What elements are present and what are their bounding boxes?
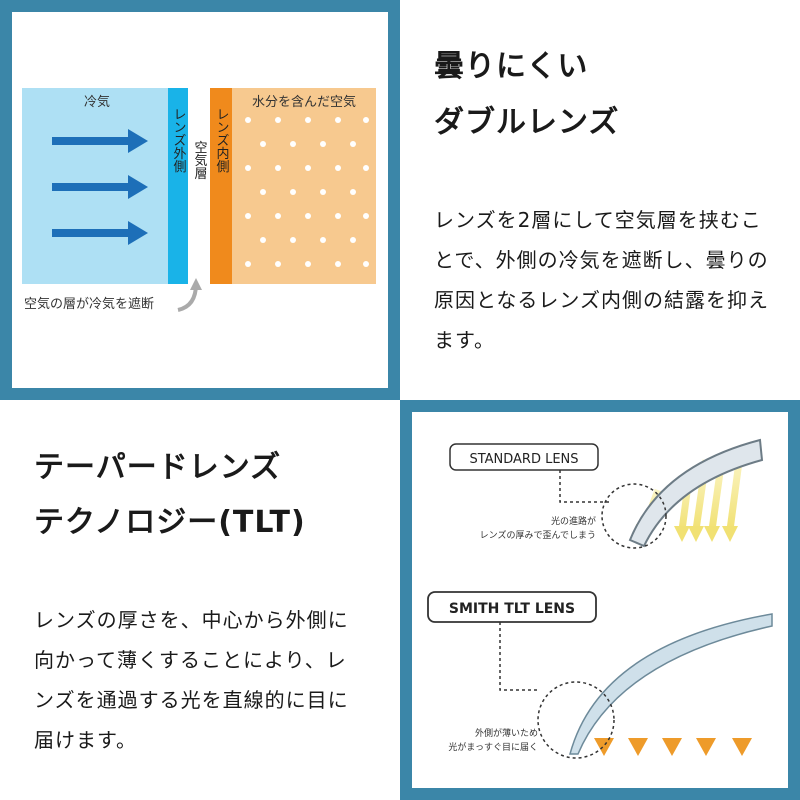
double-lens-diagram: 冷気 水分を含んだ空気 レンズ外側 空気層 レンズ内側 空気の層が冷気を遮断 bbox=[22, 88, 376, 312]
section1-title-line1: 曇りにくい bbox=[434, 49, 589, 84]
air-layer bbox=[188, 88, 210, 284]
section2-body: レンズの厚さを、中心から外側に 向かって薄くすることにより、レ ンズを通過する光… bbox=[34, 600, 394, 760]
section2-title-line2: テクノロジー(TLT) bbox=[34, 505, 306, 540]
section1-title-line2: ダブルレンズ bbox=[434, 105, 620, 140]
inner-lens-layer bbox=[210, 88, 232, 284]
smith-lens-label: SMITH TLT LENS bbox=[449, 601, 575, 617]
section1-body-line: とで、外側の冷気を遮断し、曇りの bbox=[434, 248, 769, 272]
section1-body-line: 原因となるレンズ内側の結露を抑え bbox=[434, 288, 769, 312]
moisture-dots bbox=[245, 117, 369, 267]
arrow-icon bbox=[52, 175, 148, 199]
standard-lens-label: STANDARD LENS bbox=[469, 452, 578, 467]
standard-lens-shape bbox=[628, 438, 764, 548]
lens-comparison-panel: STANDARD LENS 光の進路が レンズの厚みで歪んでしまう SMITH … bbox=[400, 400, 800, 800]
section2-body-line: ンズを通過する光を直線的に目に bbox=[34, 688, 349, 712]
double-lens-panel: 冷気 水分を含んだ空気 レンズ外側 空気層 レンズ内側 空気の層が冷気を遮断 bbox=[0, 0, 400, 400]
cold-air-label: 冷気 bbox=[84, 94, 110, 110]
section2-title-line1: テーパードレンズ bbox=[34, 450, 282, 485]
outer-lens-label: レンズ外側 bbox=[171, 108, 187, 173]
curved-arrow-icon bbox=[177, 278, 202, 312]
smith-note-line2: 光がまっすぐ目に届く bbox=[448, 741, 538, 753]
air-layer-label: 空気層 bbox=[192, 141, 208, 181]
lens-comparison-diagram: STANDARD LENS 光の進路が レンズの厚みで歪んでしまう SMITH … bbox=[427, 436, 773, 759]
section1-body-line: ます。 bbox=[434, 328, 495, 352]
section2-body-line: 向かって薄くすることにより、レ bbox=[34, 648, 347, 672]
smith-callout-circle bbox=[537, 681, 615, 759]
outer-lens-layer bbox=[168, 88, 188, 284]
section1-body: レンズを2層にして空気層を挟むこ とで、外側の冷気を遮断し、曇りの 原因となるレ… bbox=[434, 200, 794, 360]
section1-body-line: レンズを2層にして空気層を挟むこ bbox=[434, 208, 762, 232]
section2-body-line: 届けます。 bbox=[34, 728, 137, 752]
diagram-caption: 空気の層が冷気を遮断 bbox=[24, 296, 154, 312]
arrow-icon bbox=[52, 221, 148, 245]
warm-air-region bbox=[232, 88, 376, 284]
inner-lens-label: レンズ内側 bbox=[214, 108, 230, 173]
arrow-icon bbox=[52, 129, 148, 153]
smith-note-line1: 外側が薄いため bbox=[475, 727, 538, 739]
standard-note-line1: 光の進路が bbox=[551, 515, 596, 527]
standard-callout-line bbox=[559, 470, 612, 503]
standard-label-box bbox=[449, 443, 599, 471]
smith-ray-arrowheads bbox=[594, 738, 752, 756]
smith-callout-line bbox=[499, 622, 540, 691]
smith-label-box bbox=[427, 591, 597, 623]
cold-air-arrows bbox=[52, 129, 148, 245]
standard-note-line2: レンズの厚みで歪んでしまう bbox=[480, 529, 596, 541]
smith-lens-shape bbox=[569, 613, 773, 755]
standard-callout-circle bbox=[601, 483, 667, 549]
section2-body-line: レンズの厚さを、中心から外側に bbox=[34, 608, 349, 632]
warm-air-label: 水分を含んだ空気 bbox=[252, 94, 356, 110]
